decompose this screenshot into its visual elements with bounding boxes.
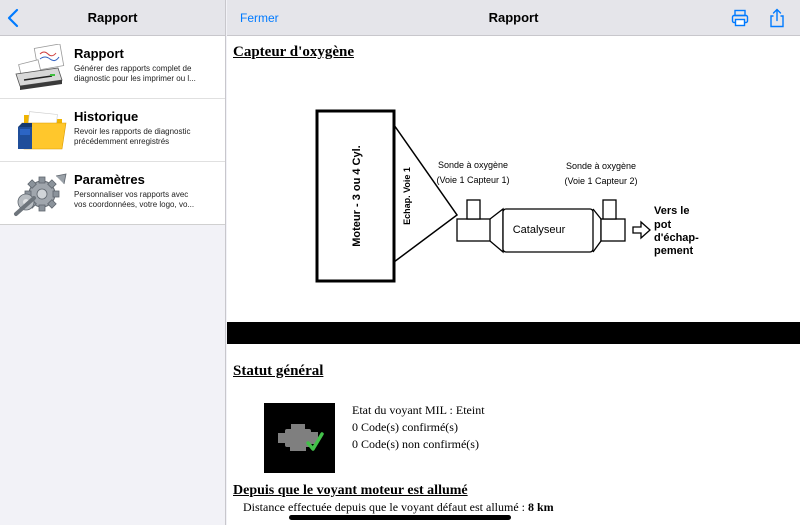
- section-divider: [227, 322, 800, 344]
- home-indicator[interactable]: [289, 515, 511, 520]
- sensor1-label-line1: Sonde à oxygène: [438, 160, 508, 170]
- sidebar-item-title: Rapport: [74, 46, 124, 61]
- exhaust-manifold: [393, 124, 459, 263]
- page-title: Rapport: [488, 10, 539, 25]
- outlet-label-line2: pot: [654, 219, 671, 231]
- section-title-oxygen-sensor: Capteur d'oxygène: [233, 44, 354, 60]
- catalyst-inlet-cone: [489, 207, 504, 254]
- pipe-segment-2: [600, 218, 626, 242]
- unconfirmed-codes-text: 0 Code(s) non confirmé(s): [352, 437, 479, 451]
- sidebar-item-title: Paramètres: [74, 172, 145, 187]
- catalyst-outlet-cone: [592, 208, 602, 253]
- outlet-label-line3: d'échap-: [654, 232, 699, 244]
- oxygen-sensor-diagram: Moteur - 3 ou 4 Cyl. Echap. Voie 1 Catal…: [315, 109, 699, 283]
- oxygen-sensor-1: [466, 199, 481, 220]
- printer-report-icon: [15, 44, 65, 90]
- section-title-since-mil-on: Depuis que le voyant moteur est allumé: [233, 483, 468, 498]
- sidebar-item-description: Générer des rapports complet de diagnost…: [74, 64, 196, 83]
- engine-block: [315, 109, 396, 283]
- outlet-label-line1: Vers le: [654, 205, 689, 217]
- engine-check-icon: [264, 403, 335, 473]
- sidebar-item-description: Personnaliser vos rapports avec vos coor…: [74, 190, 195, 209]
- folder-sd-card-icon: [18, 111, 67, 150]
- exhaust-label: Echap. Voie 1: [402, 167, 412, 225]
- back-chevron-icon[interactable]: [6, 8, 22, 28]
- sidebar-item-parametres[interactable]: Paramètres Personnaliser vos rapports av…: [0, 162, 225, 225]
- report-header: Fermer Rapport: [227, 0, 800, 36]
- sensor1-label-line2: (Voie 1 Capteur 1): [436, 175, 509, 185]
- distance-value: 8 km: [528, 500, 554, 514]
- oxygen-sensor-2: [602, 199, 617, 220]
- catalyst-body: [502, 208, 594, 253]
- pipe-segment-1: [456, 218, 491, 242]
- catalyst-label: Catalyseur: [513, 224, 566, 236]
- section-title-general-status: Statut général: [233, 363, 324, 379]
- engine-label: Moteur - 3 ou 4 Cyl.: [351, 145, 363, 246]
- close-button[interactable]: Fermer: [240, 10, 279, 25]
- sidebar-title: Rapport: [87, 10, 138, 25]
- outlet-label-line4: pement: [654, 245, 693, 257]
- sidebar-menu: Rapport Générer des rapports complet de …: [0, 36, 225, 225]
- distance-since-mil-text: Distance effectuée depuis que le voyant …: [243, 500, 554, 515]
- gears-wrench-icon: [14, 173, 67, 216]
- distance-label: Distance effectuée depuis que le voyant …: [243, 500, 528, 514]
- sidebar-item-historique[interactable]: Historique Revoir les rapports de diagno…: [0, 99, 225, 162]
- sidebar: Rapport Rapport Générer des rapports com…: [0, 0, 226, 525]
- sensor2-label-line1: Sonde à oxygène: [566, 161, 636, 171]
- report-panel: Fermer Rapport Capteur d'oxygène Moteur …: [227, 0, 800, 525]
- outlet-arrow-icon: [632, 220, 651, 240]
- sidebar-item-title: Historique: [74, 109, 139, 124]
- report-document[interactable]: Capteur d'oxygène Moteur - 3 ou 4 Cyl. E…: [227, 37, 800, 525]
- print-icon[interactable]: [730, 8, 750, 28]
- sidebar-item-description: Revoir les rapports de diagnostic précéd…: [74, 127, 191, 146]
- share-icon[interactable]: [767, 8, 787, 28]
- confirmed-codes-text: 0 Code(s) confirmé(s): [352, 420, 458, 434]
- sensor2-label-line2: (Voie 1 Capteur 2): [564, 176, 637, 186]
- mil-status-text: Etat du voyant MIL : Eteint: [352, 403, 485, 417]
- sidebar-item-rapport[interactable]: Rapport Générer des rapports complet de …: [0, 36, 225, 99]
- sidebar-header: Rapport: [0, 0, 225, 36]
